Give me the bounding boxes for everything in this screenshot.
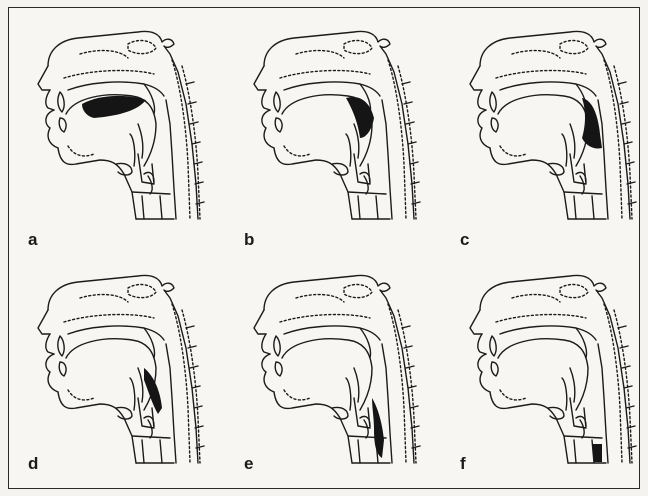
panel-d: d: [20, 258, 220, 483]
panel-b: b: [236, 14, 436, 239]
panel-label-b: b: [244, 230, 254, 250]
sagittal-diagram-e: [236, 258, 436, 483]
panel-label-a: a: [28, 230, 37, 250]
sagittal-diagram-c: [452, 14, 648, 239]
shaded-region-a: [82, 96, 146, 118]
panel-c: c: [452, 14, 648, 239]
sagittal-diagram-f: [452, 258, 648, 483]
panel-label-d: d: [28, 454, 38, 474]
sagittal-diagram-b: [236, 14, 436, 239]
panel-label-f: f: [460, 454, 466, 474]
panel-a: a: [20, 14, 220, 239]
sagittal-diagram-a: [20, 14, 220, 239]
panel-e: e: [236, 258, 436, 483]
panel-label-e: e: [244, 454, 253, 474]
panel-f: f: [452, 258, 648, 483]
shaded-region-d: [144, 368, 162, 414]
panel-label-c: c: [460, 230, 469, 250]
sagittal-diagram-d: [20, 258, 220, 483]
shaded-region-e: [372, 398, 384, 458]
